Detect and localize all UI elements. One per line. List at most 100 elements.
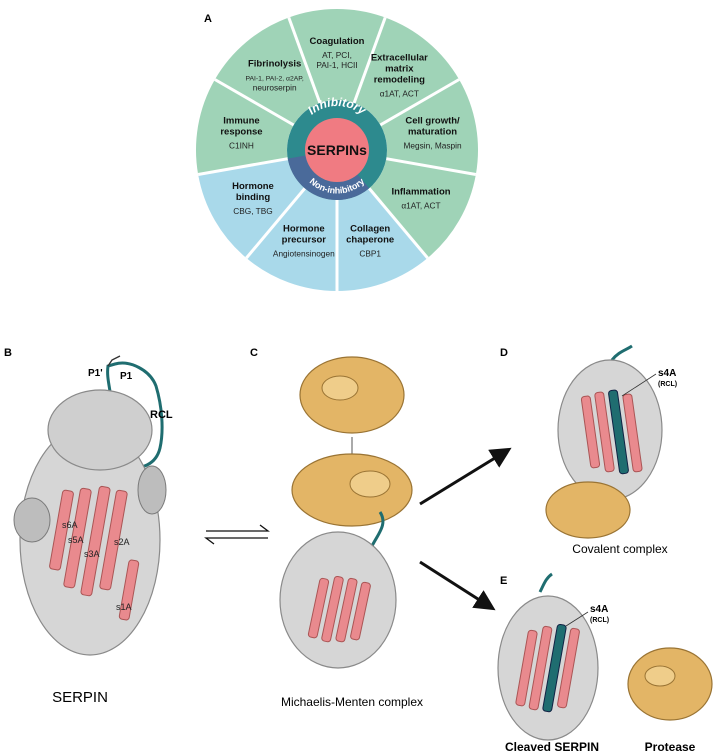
- caption-serpin: SERPIN: [52, 689, 108, 706]
- serpin-classification-wheel: Inhibitory Non-inhibitory SERPINs Coagul…: [196, 8, 478, 291]
- segment-members: neuroserpin: [253, 83, 297, 93]
- caption-covalent-complex: Covalent complex: [572, 542, 667, 556]
- rcl-linker: [107, 355, 121, 367]
- rcl-docked: [370, 511, 385, 547]
- panel-letter-c: C: [250, 347, 258, 359]
- strand: [307, 577, 330, 639]
- segment-title: binding: [236, 192, 270, 203]
- segment-title: Coagulation: [310, 36, 365, 47]
- label-p1: P1: [120, 371, 133, 382]
- wheel-segment-hormone-precursor: [246, 188, 337, 291]
- segment-title: Cell growth/: [405, 116, 460, 127]
- michaelis-menten-structure: Michaelis-Menten complex: [279, 356, 423, 709]
- caption-michaelis-menten: Michaelis-Menten complex: [281, 695, 423, 709]
- panel-letter-a: A: [204, 13, 212, 25]
- strand: [594, 391, 615, 473]
- segment-title: response: [220, 127, 262, 138]
- wheel-segment-collagen-chaperone: [337, 188, 428, 291]
- protease-covalent: [545, 481, 631, 539]
- strand: [335, 577, 358, 643]
- label-strand-s5a: s5A: [68, 535, 84, 545]
- strand-s4a-rcl: [608, 389, 629, 475]
- segment-title: Extracellular: [371, 53, 428, 64]
- label-p1-prime: P1': [88, 368, 103, 379]
- strand: [350, 581, 371, 641]
- segment-members: AT, PCI,: [322, 50, 352, 60]
- serpin-helix-left: [13, 497, 51, 543]
- strand: [580, 395, 601, 469]
- serpin-cleaved-body: [497, 595, 599, 741]
- segment-title: Inflammation: [391, 187, 450, 198]
- segment-divider: [379, 78, 460, 127]
- equilibrium-arrows: [204, 524, 270, 545]
- panel-letter-d: D: [500, 347, 508, 359]
- label-strand-s6a: s6A: [62, 520, 78, 530]
- segment-title: precursor: [282, 235, 327, 246]
- wheel-segment-immune-response: [196, 79, 294, 175]
- segment-title: matrix: [385, 64, 414, 75]
- rcl-top-cleaved: [538, 572, 553, 593]
- label-strand-s1a: s1A: [116, 602, 132, 612]
- s4a-leader: [565, 611, 589, 627]
- arrow-to-covalent: [419, 447, 512, 506]
- covalent-complex-structure: s4A (RCL) Covalent complex: [545, 344, 677, 556]
- segment-title: remodeling: [374, 75, 425, 86]
- segment-title: Hormone: [283, 224, 325, 235]
- serpin-covalent-body: [557, 359, 663, 501]
- label-s4a-covalent: s4A: [658, 368, 676, 379]
- label-rcl-cleaved: (RCL): [590, 617, 609, 624]
- segment-title: Fibrinolysis: [248, 59, 301, 70]
- serpin-upper-lobe: [47, 389, 153, 471]
- sheet-a-strands: [49, 485, 140, 621]
- segment-members: α1AT, ACT: [380, 89, 419, 99]
- strand: [321, 575, 344, 643]
- wheel-dividers: [197, 16, 477, 291]
- segment-divider: [287, 16, 322, 104]
- label-s4a-cleaved: s4A: [590, 604, 608, 615]
- strand: [557, 627, 580, 709]
- wheel-segment-cell-growth-maturation: [380, 79, 478, 175]
- segment-members: Megsin, Maspin: [403, 141, 461, 151]
- protease-bound-detail: [349, 470, 391, 498]
- serpin-native-structure: P1' P1 RCL s6A s5A s3A s2A s1A SERPIN: [13, 355, 173, 706]
- segment-divider: [352, 16, 387, 104]
- segment-divider: [197, 157, 289, 176]
- strand: [528, 625, 553, 711]
- strand: [80, 485, 111, 597]
- cleaved-sheet-a-strands: [515, 623, 580, 713]
- panel-letter-b: B: [4, 347, 12, 359]
- s4a-leader: [621, 373, 657, 397]
- strand: [118, 559, 140, 621]
- covalent-sheet-a-strands: [580, 389, 643, 475]
- wheel-segment-inflammation: [369, 158, 476, 259]
- segment-title: Immune: [223, 116, 259, 127]
- segment-members: PAI-1, HCII: [316, 60, 357, 70]
- bound-sheet-a-strands: [307, 575, 371, 643]
- caption-cleaved-serpin: Cleaved SERPIN: [505, 740, 599, 754]
- ring-label-inhibitory: Inhibitory: [305, 95, 370, 118]
- label-strand-s2a: s2A: [114, 537, 130, 547]
- caption-protease: Protease: [645, 740, 696, 754]
- segment-title: chaperone: [346, 235, 394, 246]
- protease-released-detail: [644, 665, 676, 687]
- segment-members: C1INH: [229, 141, 254, 151]
- segment-title: maturation: [408, 127, 457, 138]
- strand: [99, 489, 128, 591]
- arrow-to-cleaved: [419, 560, 496, 611]
- strand: [49, 489, 74, 571]
- segment-members: α1AT, ACT: [401, 201, 440, 211]
- serpins-center-circle: [305, 118, 369, 182]
- rcl-top: [610, 344, 633, 361]
- wheel-segment-fibrinolysis: [214, 17, 320, 125]
- segment-title: Hormone: [232, 181, 274, 192]
- wheel-segment-hormone-binding: [198, 158, 305, 259]
- segment-divider: [214, 78, 295, 127]
- segment-divider: [367, 187, 429, 259]
- strand: [515, 629, 538, 707]
- segment-title: Collagen: [350, 224, 390, 235]
- segment-members: Angiotensinogen: [273, 249, 335, 259]
- label-rcl-covalent: (RCL): [658, 381, 677, 388]
- serpin-helix-right: [137, 465, 167, 515]
